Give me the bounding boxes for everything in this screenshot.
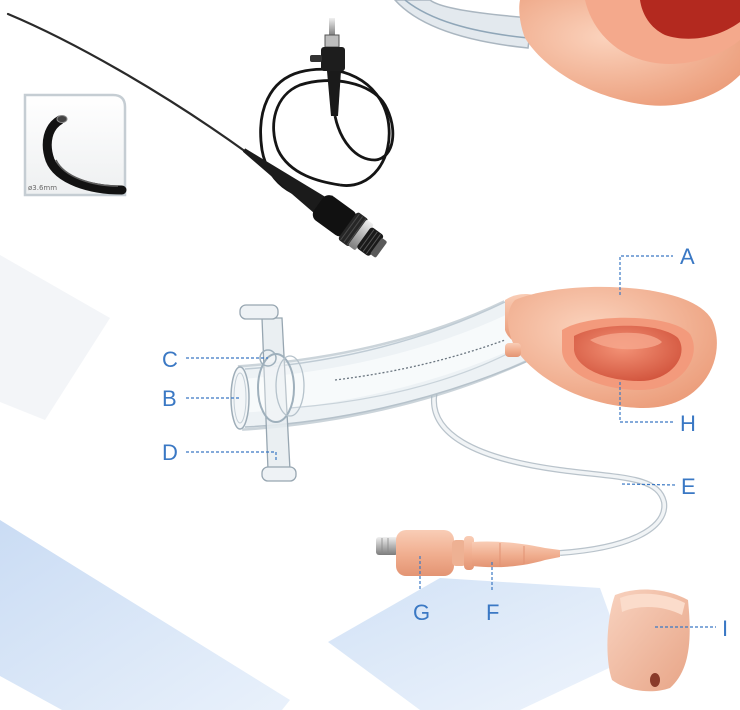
fiberscope-handle (234, 136, 392, 263)
pilot-balloon (472, 541, 560, 567)
valve-neck (452, 540, 466, 566)
callout-c-label: C (162, 347, 178, 372)
inset-tip-end (57, 116, 67, 123)
callout-d-leader (186, 452, 276, 460)
background-shape-bottom-center (328, 578, 626, 710)
pilot-valve (376, 530, 474, 576)
flange-top-tab (240, 305, 278, 319)
cuff-insert-piece (607, 590, 689, 692)
callout-b-label: B (162, 386, 177, 411)
connector-side-knob (310, 55, 322, 62)
connector-pin (329, 18, 335, 36)
flange-bottom-tab (262, 467, 296, 481)
inset-caption: ø3.6mm (28, 184, 57, 192)
callout-h-label: H (680, 411, 696, 436)
valve-housing (396, 530, 454, 576)
laryngeal-mask-airway (231, 287, 717, 576)
valve-tip (376, 537, 398, 555)
callout-i-label: I (722, 616, 728, 641)
callout-d-label: D (162, 440, 178, 465)
connector-sleeve (327, 71, 341, 116)
pilot-line-connector (505, 343, 521, 357)
connector-block (321, 47, 345, 71)
background-shape-left (0, 255, 110, 420)
background-shape-bottom-left (0, 520, 290, 710)
balloon-body (472, 541, 560, 567)
callout-f-label: F (486, 600, 499, 625)
callout-e-label: E (681, 474, 696, 499)
laryngeal-mask-partial (395, 0, 740, 106)
connector-collar (325, 35, 339, 47)
light-guide-connector (310, 18, 345, 116)
callout-e-leader (622, 484, 675, 485)
inset-detail: ø3.6mm (25, 95, 125, 195)
insert-hole (650, 673, 660, 687)
callout-g-label: G (413, 600, 430, 625)
callout-a-label: A (680, 244, 695, 269)
cuff (505, 287, 717, 408)
